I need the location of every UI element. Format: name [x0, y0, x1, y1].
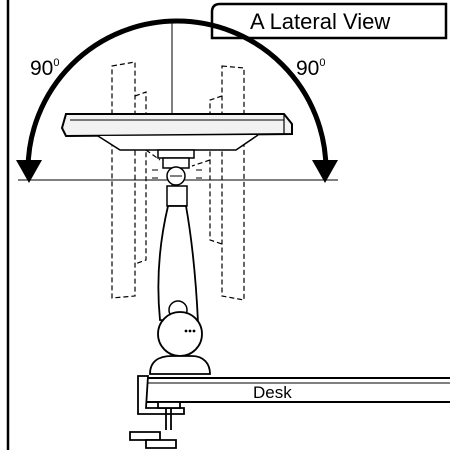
desk-label: Desk: [253, 383, 292, 402]
tilt-detail-marks: [152, 169, 202, 179]
angle-label-left: 900: [30, 57, 59, 80]
title-box: A Lateral View: [210, 2, 448, 40]
monitor-horizontal: [60, 113, 293, 151]
rotation-arc: [25, 18, 329, 171]
angle-label-right: 900: [296, 57, 325, 80]
support-arm: [157, 205, 203, 357]
tilt-joint: [157, 149, 195, 207]
arrow-left-head: [16, 160, 42, 183]
angle-left-value: 90: [30, 57, 53, 80]
title-label: A Lateral View: [250, 9, 390, 34]
desk: Desk: [145, 377, 450, 403]
mounting-base: [149, 355, 211, 375]
arrow-right-head: [312, 160, 338, 183]
desk-clamp: [129, 375, 185, 449]
angle-left-degree: 0: [53, 57, 59, 69]
angle-right-degree: 0: [319, 57, 325, 69]
angle-right-value: 90: [296, 57, 319, 80]
arm-base-joint: [157, 311, 203, 357]
monitor-ghost-left: [111, 61, 161, 299]
monitor-ghost-right: [191, 65, 245, 301]
